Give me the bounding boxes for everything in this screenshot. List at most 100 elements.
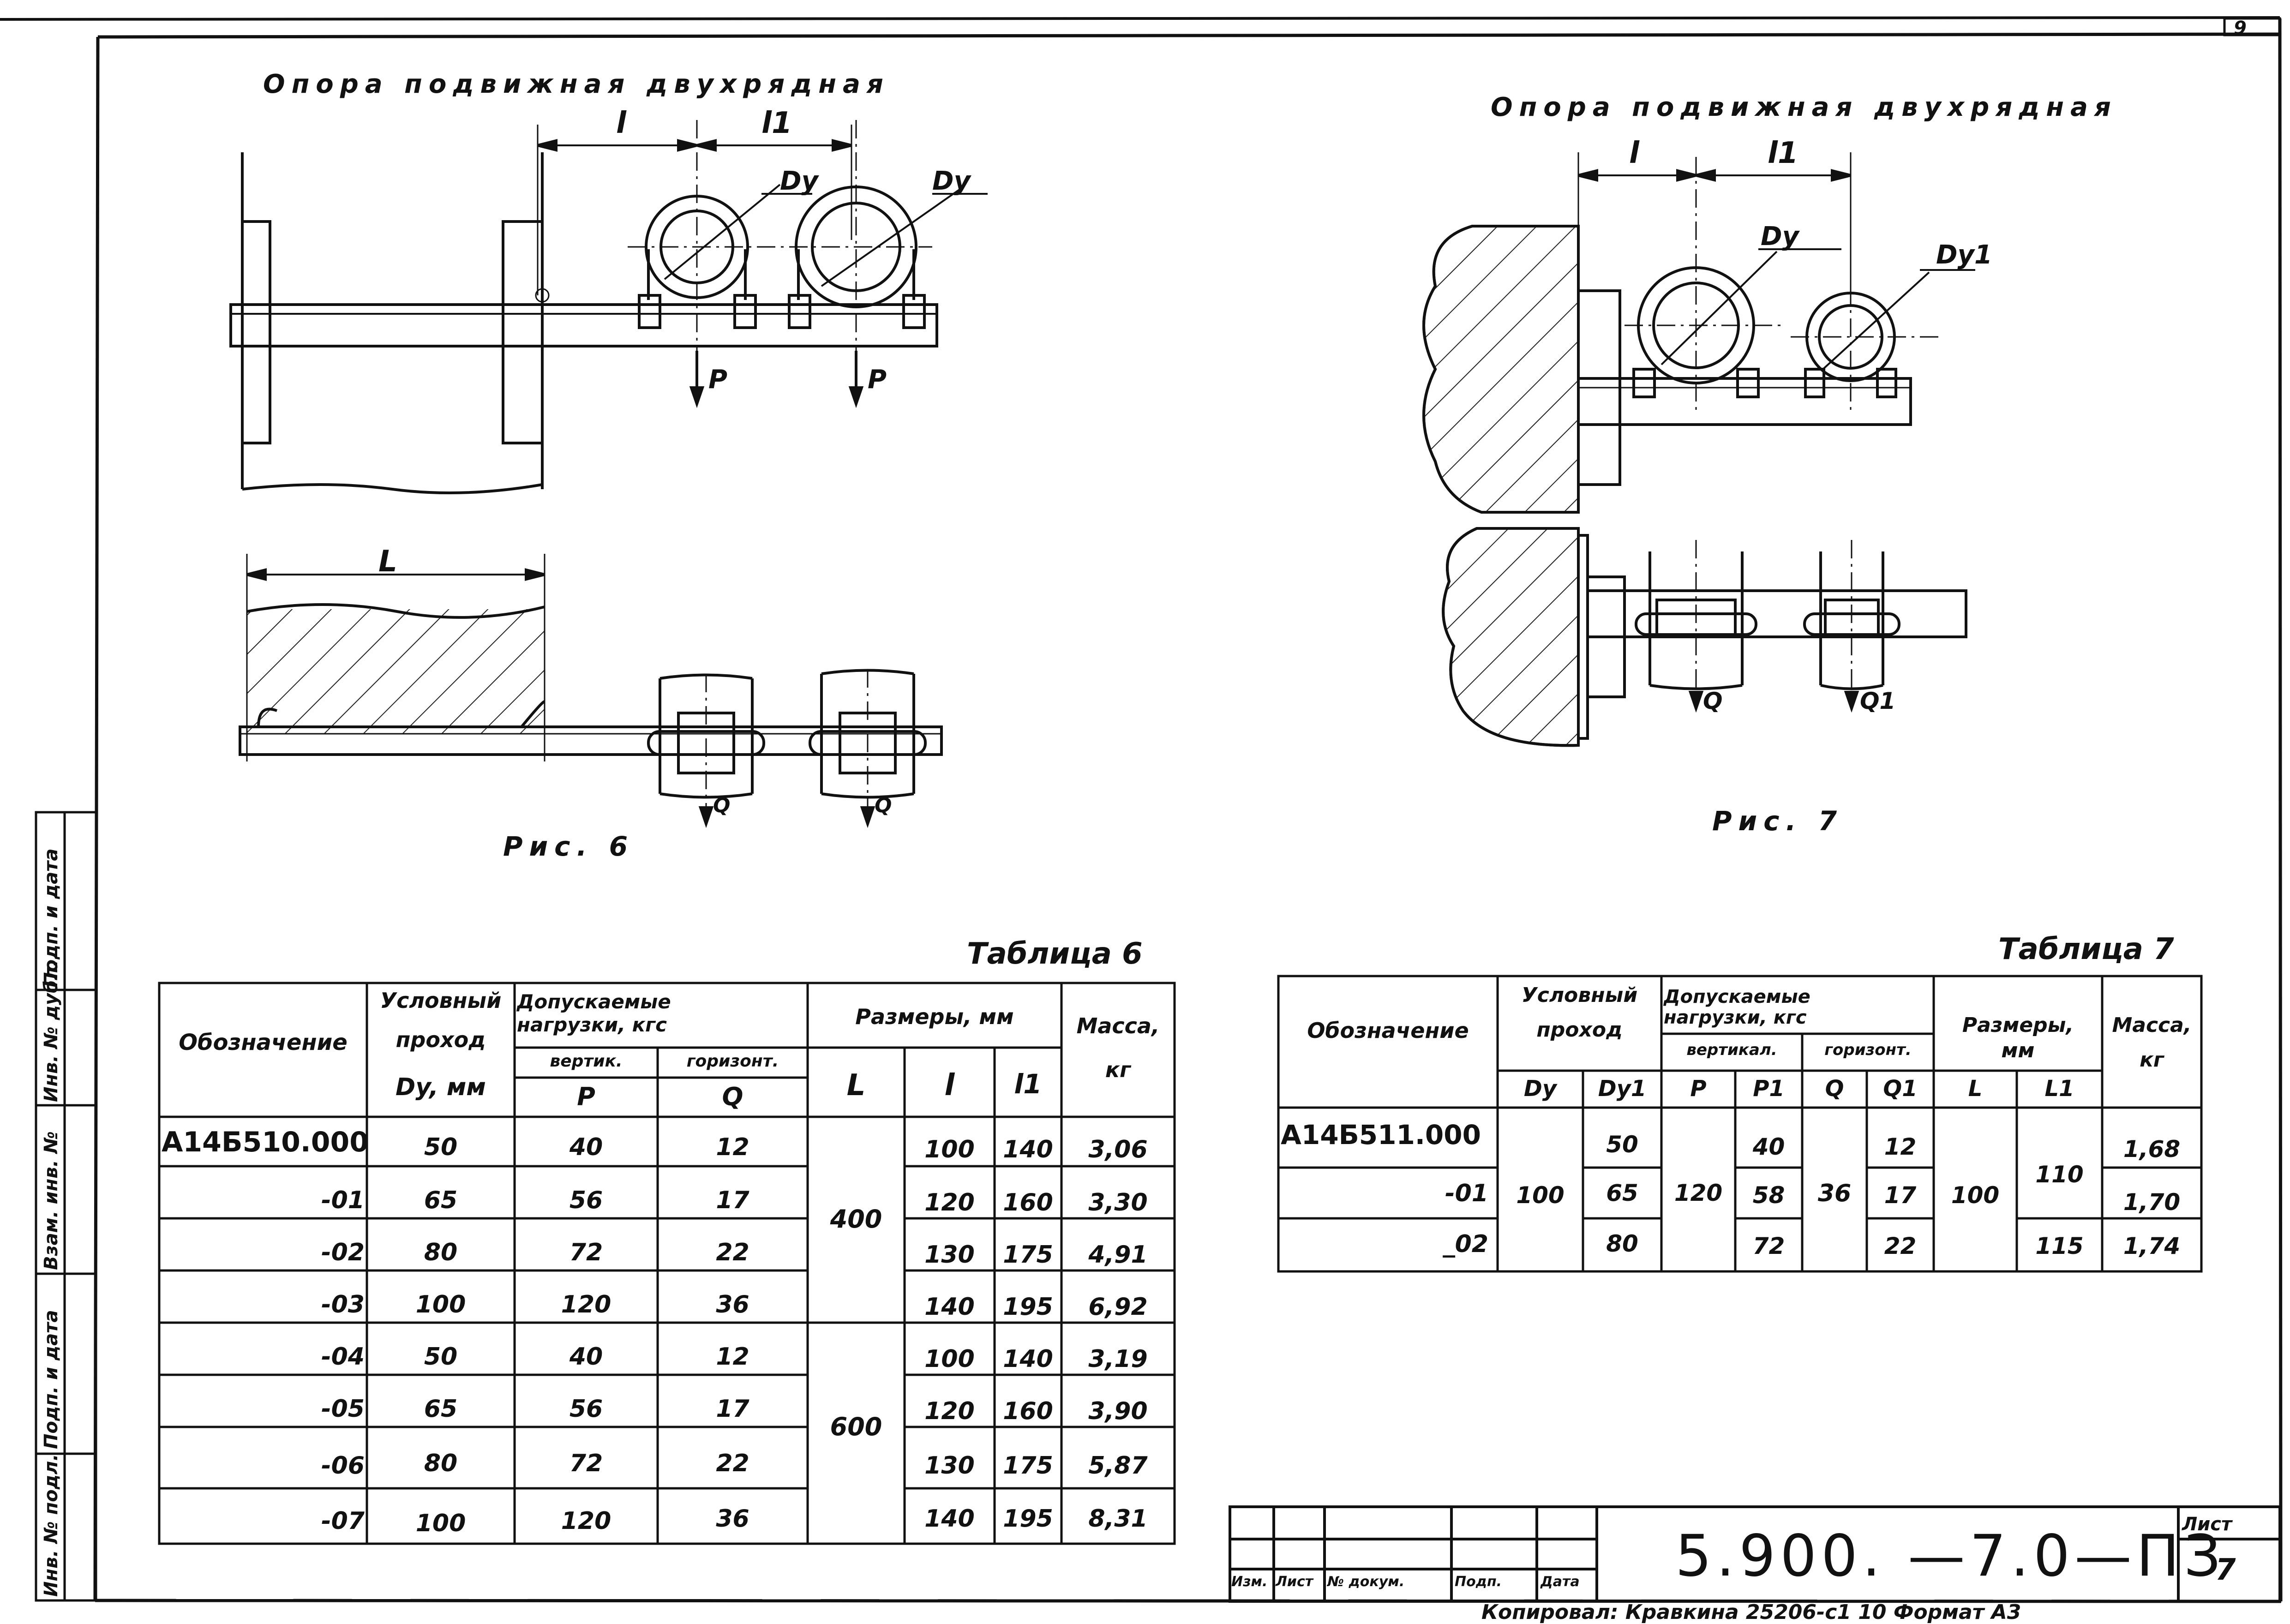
t6-r3-l1: 195: [1003, 1293, 1053, 1321]
t6-h-mass-2: кг: [1105, 1057, 1131, 1082]
t6-h-L: L: [846, 1068, 866, 1103]
t6-r6-mass: 5,87: [1088, 1452, 1148, 1480]
table6-grid: [158, 982, 1176, 1545]
t6-h-dims: Размеры, мм: [855, 1004, 1014, 1029]
t6-r5-l1: 160: [1003, 1397, 1053, 1425]
t7-r0-designation: А14Б511.000: [1281, 1119, 1481, 1151]
t6-r3-l: 140: [924, 1293, 975, 1321]
t6-r0-q: 12: [716, 1133, 749, 1161]
t6-r4-q: 12: [716, 1343, 749, 1371]
side-stamp-frame: [35, 811, 97, 1602]
t7-h-q1: Q1: [1883, 1076, 1918, 1102]
t6-r3-p: 120: [561, 1291, 611, 1318]
t7-r1-q1: 17: [1884, 1182, 1917, 1209]
t7-h-dy1: Dy1: [1598, 1076, 1647, 1102]
footer-copy-line: Копировал: Кравкина 25206-с1 10 Формат А…: [1481, 1600, 2021, 1624]
t7-h-q: Q: [1825, 1076, 1844, 1102]
side-stamp-podp-data-1: Подп. и дата: [41, 1310, 62, 1449]
t6-r3-mass: 6,92: [1088, 1293, 1148, 1321]
t7-h-horiz: горизонт.: [1824, 1041, 1912, 1059]
title-block-col-izm: Изм.: [1231, 1574, 1268, 1590]
t6-r7-q: 36: [716, 1505, 749, 1533]
t6-r7-mass: 8,31: [1088, 1505, 1148, 1533]
t6-r2-q: 22: [716, 1239, 749, 1266]
t7-r1-dy1: 65: [1606, 1180, 1638, 1206]
t6-r3-q: 36: [716, 1291, 749, 1318]
t7-shared-dy: 100: [1516, 1182, 1565, 1209]
table7-caption: Таблица 7: [1998, 932, 2174, 966]
t6-r6-l1: 175: [1003, 1452, 1053, 1480]
t7-h-dims-2: мм: [2001, 1039, 2035, 1062]
title-block-grid: [1229, 1505, 2281, 1603]
t6-h-nominal-2: проход: [396, 1027, 486, 1052]
fig6-load-p-2: P: [868, 365, 887, 395]
t6-r4-designation: -04: [321, 1343, 365, 1371]
t6-h-nominal-1: Условный: [380, 988, 502, 1013]
fig7-drawing: [1422, 152, 1975, 747]
t6-h-loads-1: Допускаемые: [517, 990, 671, 1013]
t6-h-designation: Обозначение: [179, 1030, 348, 1055]
fig7-load-q1: Q1: [1860, 688, 1896, 714]
t7-h-nominal-2: проход: [1536, 1018, 1623, 1042]
t7-r0-mass: 1,68: [2123, 1136, 2181, 1163]
t6-r5-mass: 3,90: [1088, 1397, 1148, 1425]
t6-h-q: Q: [722, 1082, 743, 1111]
t6-r2-l1: 175: [1003, 1241, 1053, 1269]
t6-r6-dy: 80: [424, 1450, 458, 1477]
fig7-caption: Рис. 7: [1712, 805, 1844, 837]
t6-h-horiz: горизонт.: [686, 1052, 779, 1071]
t7-r2-designation: _02: [1443, 1230, 1488, 1258]
t6-r0-mass: 3,06: [1088, 1136, 1148, 1163]
fig6-title: Опора подвижная двухрядная: [263, 69, 890, 99]
t7-shared-L: 100: [1951, 1182, 2000, 1209]
t6-r4-l: 100: [924, 1345, 975, 1373]
t6-r7-l1: 195: [1003, 1505, 1053, 1533]
t6-r4-mass: 3,19: [1088, 1345, 1148, 1373]
t6-r2-p: 72: [569, 1239, 603, 1266]
t7-h-l1: L1: [2044, 1076, 2074, 1102]
t7-h-mass-2: кг: [2140, 1048, 2164, 1072]
t6-r1-p: 56: [569, 1187, 603, 1214]
title-block-col-dokum: № докум.: [1327, 1574, 1405, 1590]
t6-r1-designation: -01: [321, 1187, 365, 1214]
t6-r1-dy: 65: [424, 1187, 458, 1214]
fig6-dim-l1: l1: [761, 106, 792, 140]
fig7-dim-l: l: [1629, 136, 1639, 170]
t6-r6-designation: -06: [321, 1452, 365, 1480]
t6-r5-designation: -05: [321, 1395, 365, 1423]
t6-r0-designation: А14Б510.000: [162, 1126, 369, 1158]
title-block-col-podp: Подп.: [1455, 1574, 1502, 1590]
t7-h-dims-1: Размеры,: [1962, 1013, 2074, 1037]
t6-r7-p: 120: [561, 1507, 611, 1535]
t7-r2-p1: 72: [1752, 1233, 1785, 1259]
fig6-dy-left-label: Dy: [780, 166, 818, 196]
fig6-load-q-1: Q: [713, 794, 731, 817]
t6-h-l: l: [944, 1068, 955, 1103]
t6-r0-dy: 50: [424, 1133, 458, 1161]
fig7-title: Опора подвижная двухрядная: [1491, 92, 2117, 122]
t7-h-mass-1: Масса,: [2112, 1013, 2192, 1037]
t6-r7-designation: -07: [321, 1507, 365, 1535]
t6-r2-l: 130: [924, 1241, 975, 1269]
t6-r1-l: 120: [924, 1189, 975, 1217]
t7-r2-mass: 1,74: [2123, 1233, 2181, 1259]
t7-r0-q1: 12: [1884, 1133, 1917, 1160]
t7-h-loads-1: Допускаемые: [1664, 986, 1810, 1007]
side-stamp-vzam-inv: Взам. инв. №: [41, 1131, 62, 1270]
t6-r4-l1: 140: [1003, 1345, 1053, 1373]
t7-h-p: P: [1690, 1076, 1707, 1102]
fig7-dy-label: Dy: [1761, 222, 1799, 252]
t7-h-vert: вертикал.: [1686, 1041, 1777, 1059]
t6-r2-mass: 4,91: [1088, 1241, 1148, 1269]
fig6-dim-l: l: [616, 106, 626, 140]
t6-r1-mass: 3,30: [1088, 1189, 1148, 1217]
table6-caption: Таблица 6: [967, 937, 1143, 971]
t7-r0-p1: 40: [1752, 1133, 1785, 1160]
t7-r1-mass: 1,70: [2123, 1189, 2181, 1216]
t6-r5-p: 56: [569, 1395, 603, 1423]
t6-L-group-600: 600: [830, 1412, 882, 1441]
fig6-dim-L: L: [378, 545, 397, 579]
t6-r0-l: 100: [924, 1136, 975, 1163]
t7-r2-l1: 115: [2035, 1233, 2084, 1259]
